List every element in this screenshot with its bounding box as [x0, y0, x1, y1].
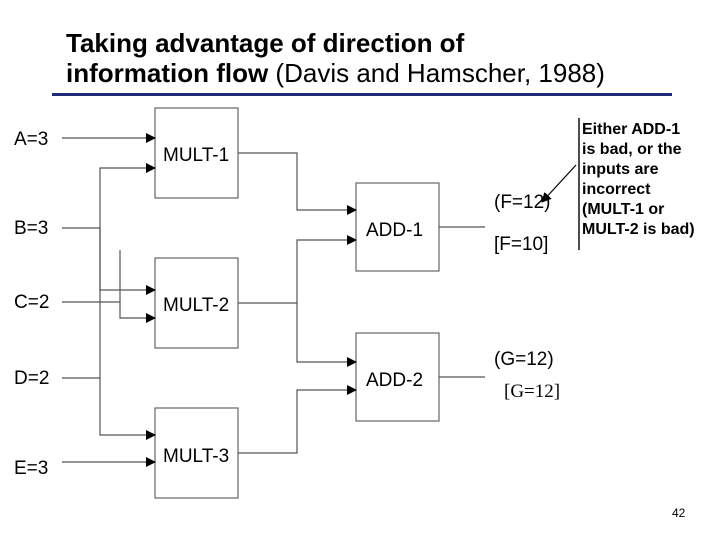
title-bold-phrase: information flow	[66, 58, 269, 88]
mult3-label: MULT-3	[163, 446, 230, 467]
add2-label: ADD-2	[366, 370, 424, 391]
wire-b-mult2	[99, 228, 156, 295]
wire-mult2-add1	[238, 235, 357, 304]
title-citation: (Davis and Hamscher, 1988)	[268, 58, 605, 88]
note-line-2: is bad, or the	[582, 141, 682, 158]
title-underline	[52, 93, 672, 96]
note-pointer-arrow	[541, 164, 577, 203]
input-b-label: B=3	[14, 218, 49, 239]
wire-d	[62, 377, 156, 440]
slide-title: Taking advantage of direction of informa…	[66, 28, 605, 88]
input-c-label: C=2	[14, 292, 50, 313]
wire-mult1-add1	[238, 152, 357, 215]
g-predicted-label: (G=12)	[494, 349, 554, 370]
input-e-label: E=3	[14, 458, 49, 479]
add1-label: ADD-1	[366, 220, 424, 241]
input-d-label: D=2	[14, 368, 50, 389]
f-predicted-label: (F=12)	[494, 192, 551, 213]
page-number: 42	[672, 506, 686, 520]
mult2-label: MULT-2	[163, 295, 230, 316]
note-line-5: (MULT-1 or	[582, 201, 665, 218]
mult1-label: MULT-1	[163, 145, 230, 166]
input-a-label: A=3	[14, 129, 49, 150]
note-line-6: MULT-2 is bad)	[582, 221, 695, 238]
title-line-2: information flow (Davis and Hamscher, 19…	[66, 58, 605, 88]
f-observed-label: [F=10]	[494, 234, 549, 255]
diagnosis-note: Either ADD-1 is bad, or the inputs are i…	[582, 120, 695, 240]
wire-b-mult1	[62, 163, 156, 229]
note-line-1: Either ADD-1	[582, 121, 681, 138]
note-line-3: inputs are	[582, 161, 659, 178]
wire-c-mult2	[62, 301, 156, 323]
title-line-1: Taking advantage of direction of	[66, 28, 465, 58]
note-line-4: incorrect	[582, 181, 651, 198]
wire-mult3-add2	[238, 385, 357, 454]
g-observed-label: [G=12]	[504, 381, 561, 402]
wire-mult2-add2	[296, 303, 357, 367]
